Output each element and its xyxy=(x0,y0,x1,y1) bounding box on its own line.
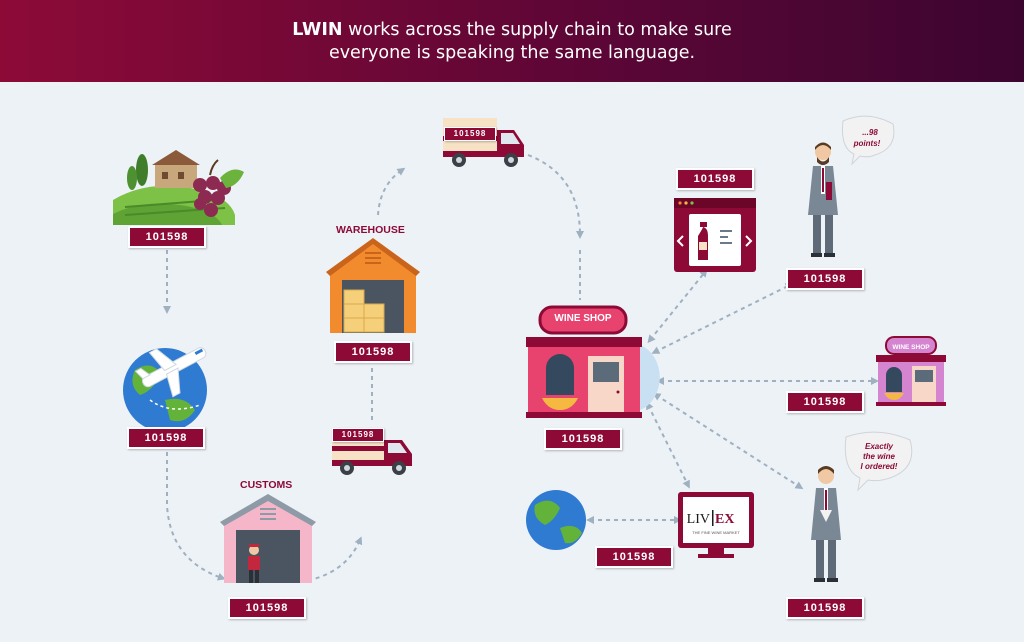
code-tag-bottom-truck: 101598 xyxy=(332,428,384,442)
code-tag-critic: 101598 xyxy=(786,268,864,290)
code-tag-customer: 101598 xyxy=(786,597,864,619)
code-tag-airplane: 101598 xyxy=(127,427,205,449)
livex-tagline: THE FINE WINE MARKET xyxy=(692,530,740,535)
code-tag-customs: 101598 xyxy=(228,597,306,619)
livex-monitor-icon: LIV EX THE FINE WINE MARKET xyxy=(678,492,754,558)
airplane-globe-icon xyxy=(123,347,207,432)
livex-brand-left: LIV xyxy=(687,512,710,527)
arrow-shop-to-livex xyxy=(646,401,690,489)
code-tag-warehouse: 101598 xyxy=(334,341,412,363)
delivery-truck-icon-top xyxy=(443,118,524,167)
warehouse-icon xyxy=(326,238,420,333)
wine-critic-icon: ...98 points! xyxy=(808,115,895,257)
header-line-2: everyone is speaking the same language. xyxy=(328,43,696,63)
customs-label: CUSTOMS xyxy=(240,479,293,491)
header-banner: LWIN works across the supply chain to ma… xyxy=(0,0,1024,82)
code-tag-website: 101598 xyxy=(676,168,754,190)
code-tag-top-truck: 101598 xyxy=(444,127,496,141)
critic-speech-line-1: ...98 xyxy=(862,128,878,137)
code-tag-livex: 101598 xyxy=(595,546,673,568)
small-wine-shop-icon: WINE SHOP xyxy=(876,336,946,406)
customer-speech-line-2: the wine xyxy=(863,452,896,461)
vineyard-icon xyxy=(113,150,244,225)
arrow-customs-to-truck xyxy=(299,536,363,583)
arrow-shop-to-customer xyxy=(652,392,804,490)
arrow-warehouse-to-top-truck xyxy=(377,167,406,216)
customer-icon: Exactly the wine I ordered! xyxy=(811,431,913,582)
code-tag-wine-shop: 101598 xyxy=(544,428,622,450)
critic-speech-line-2: points! xyxy=(853,139,881,148)
wine-shop-sign: WINE SHOP xyxy=(554,313,612,324)
globe-icon xyxy=(526,490,586,550)
header-line-1-text: works across the supply chain to make su… xyxy=(342,20,732,40)
small-shop-sign-text: WINE SHOP xyxy=(892,344,930,351)
arrow-top-truck-to-shop xyxy=(527,154,584,239)
wine-shop-icon xyxy=(526,305,660,418)
brand-name: LWIN xyxy=(292,20,343,40)
customs-building-icon xyxy=(220,494,316,583)
code-tag-vineyard: 101598 xyxy=(128,226,206,248)
arrow-shop-to-website xyxy=(647,268,708,344)
arrow-shop-to-critic xyxy=(651,283,794,354)
code-tag-small-shop: 101598 xyxy=(786,391,864,413)
customer-speech-line-1: Exactly xyxy=(865,442,894,451)
website-icon xyxy=(674,198,756,272)
header-line-1: LWIN works across the supply chain to ma… xyxy=(0,0,1024,42)
warehouse-label: WAREHOUSE xyxy=(336,224,405,236)
livex-brand-right: EX xyxy=(715,512,734,527)
customer-speech-line-3: I ordered! xyxy=(861,462,898,471)
flow-arrows xyxy=(163,154,879,583)
arrow-plane-to-customs xyxy=(166,452,226,581)
